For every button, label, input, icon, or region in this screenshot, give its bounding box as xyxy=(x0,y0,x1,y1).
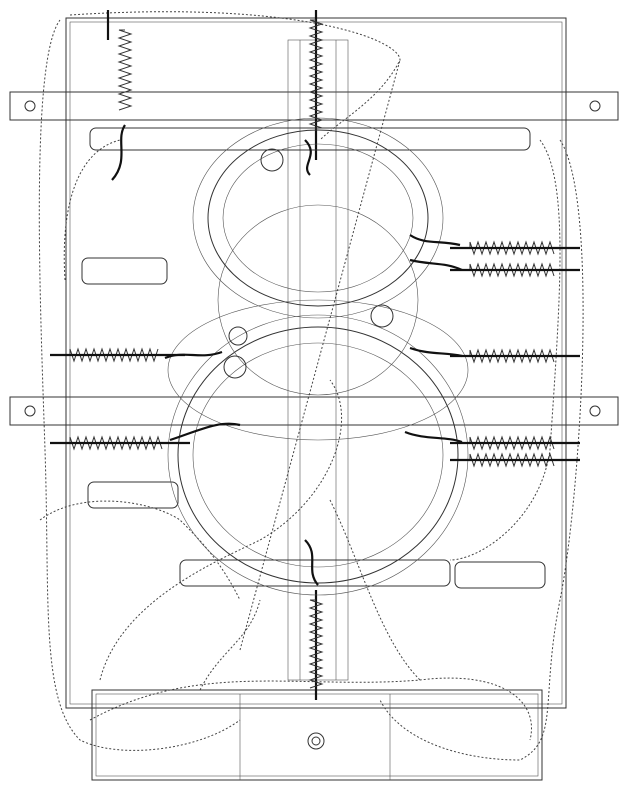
spring-3 xyxy=(469,240,555,256)
vertical-spring-2 xyxy=(308,19,324,129)
spring-2 xyxy=(69,435,163,451)
vertical-spring-3 xyxy=(308,599,324,689)
springs xyxy=(50,19,580,689)
lower-cross-bar xyxy=(9,396,619,426)
spring-7 xyxy=(469,452,555,468)
spring-4 xyxy=(469,262,555,278)
upper-cross-bar xyxy=(9,91,619,121)
spring-5 xyxy=(469,348,555,364)
bottom-bolt xyxy=(307,732,325,750)
bottom-bolt-inner xyxy=(311,736,321,746)
rings xyxy=(167,117,469,596)
spring-6 xyxy=(469,435,555,451)
wires xyxy=(106,10,463,586)
vertical-spring-1 xyxy=(117,29,133,111)
hoses xyxy=(38,11,584,761)
